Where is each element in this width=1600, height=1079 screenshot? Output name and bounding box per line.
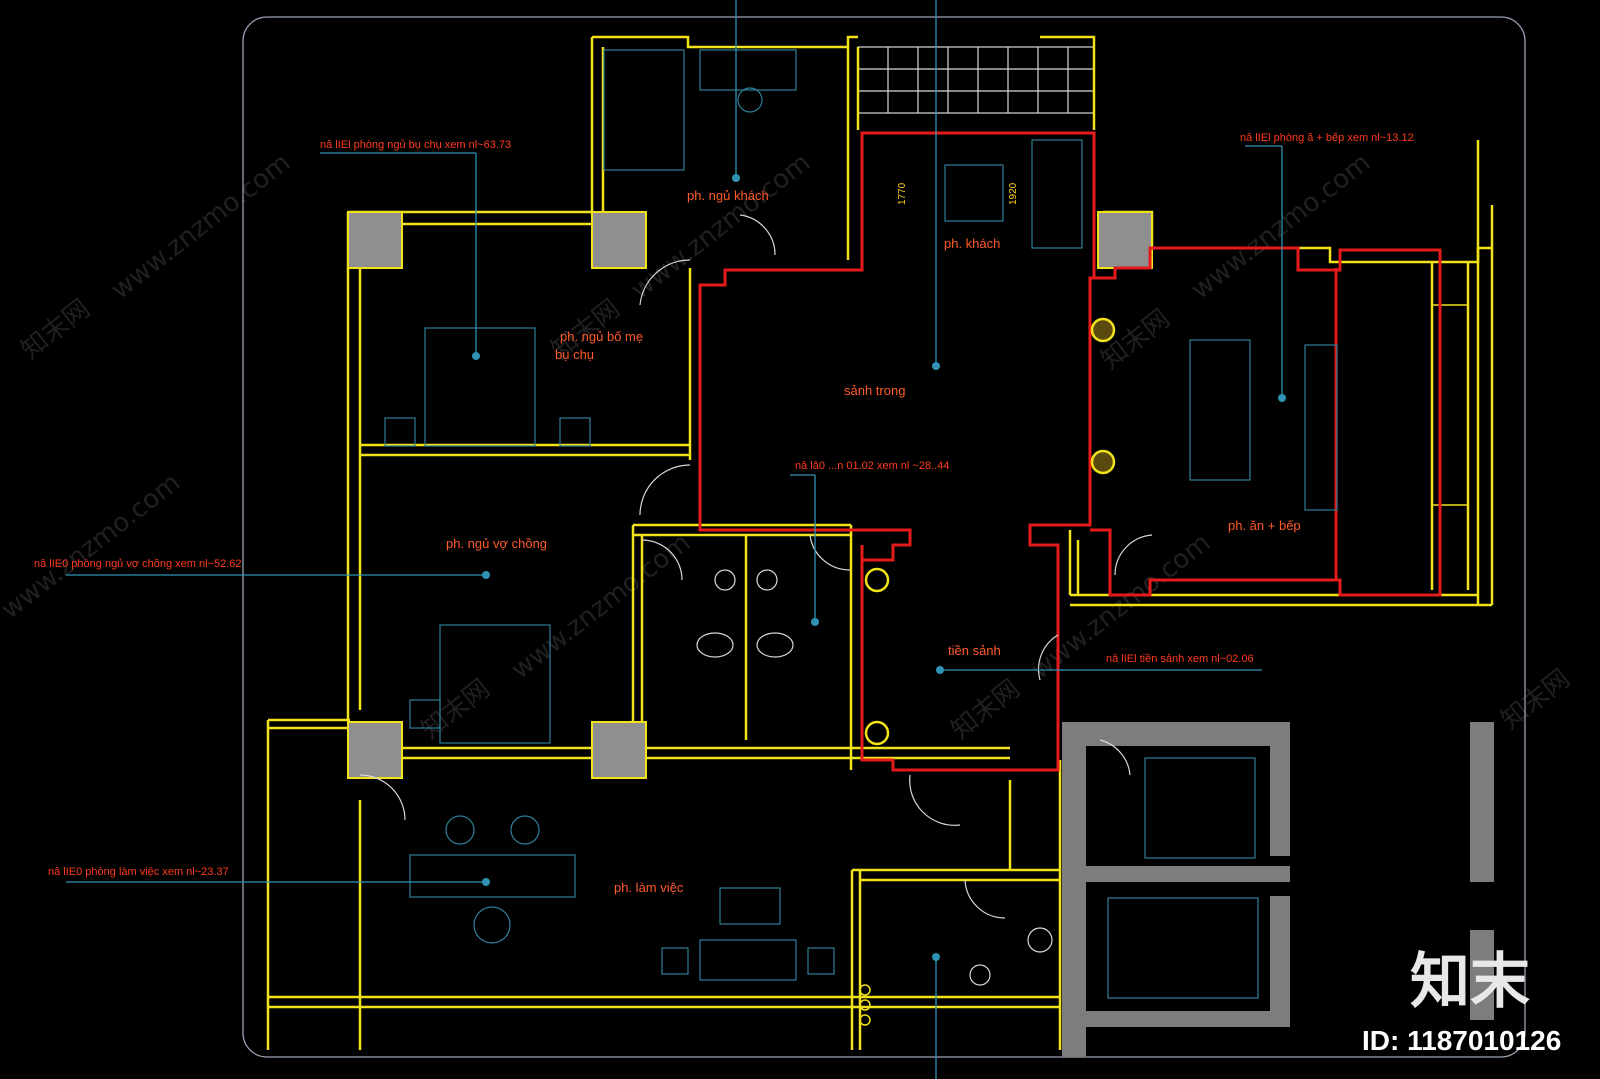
room-labels: ph. ngủ khách ph. khách sảnh trong ph. n… — [446, 188, 1301, 895]
brand-logo: 知末 — [1410, 947, 1530, 1017]
image-id-label: ID: 1187010126 — [1362, 1025, 1561, 1056]
room-label-guest-bedroom: ph. ngủ khách — [687, 188, 769, 203]
dimension-label: 1920 — [1008, 182, 1019, 205]
watermark-site: www.znzmo.com — [106, 148, 296, 306]
round-columns — [859, 317, 1116, 1026]
structural-columns — [347, 211, 1153, 779]
stair-core-block — [1062, 722, 1494, 1057]
watermark-site: www.znzmo.com — [1186, 148, 1376, 306]
drawing-frame — [242, 16, 1526, 1058]
room-label-kitchen: ph. ăn + bếp — [1228, 518, 1301, 533]
watermark-layer: 知末网 www.znzmo.com 知末网 www.znzmo.com 知末网 … — [0, 148, 1576, 746]
note-hall: nâ lâ0 ...n 01.02 xem nl ~28..44 — [795, 460, 949, 472]
room-label-parents-bedroom-line2: bụ chụ — [555, 347, 594, 362]
furniture — [384, 49, 1338, 986]
note-master-bedroom: nâ lIE0 phòng ngủ vợ chồng xem nl~52.62 — [34, 558, 242, 570]
watermark-site: www.znzmo.com — [626, 148, 816, 306]
watermark-site: www.znzmo.com — [0, 468, 186, 626]
walls — [266, 35, 1494, 1050]
note-study: nâ lIE0 phòng làm việc xem nl~23.37 — [48, 866, 229, 878]
watermark-brand: 知末网 — [16, 294, 96, 366]
watermark-brand: 知末网 — [416, 674, 496, 746]
reference-notes: nâ lIEl phòng ngủ bụ chụ xem nl~63.73 nâ… — [34, 132, 1414, 878]
room-label-hall: sảnh trong — [844, 383, 905, 398]
note-parents-bedroom: nâ lIEl phòng ngủ bụ chụ xem nl~63.73 — [320, 139, 511, 151]
room-label-study: ph. làm việc — [614, 880, 684, 895]
room-label-living: ph. khách — [944, 236, 1000, 251]
balcony-grid — [857, 46, 1095, 114]
dimension-label: 1770 — [897, 182, 908, 205]
note-kitchen: nâ lIEl phòng ă + bếp xem nl~13.12 — [1240, 132, 1414, 144]
watermark-site: www.znzmo.com — [506, 528, 696, 686]
watermark-brand: 知末网 — [946, 674, 1026, 746]
room-label-master-bedroom: ph. ngủ vợ chồng — [446, 536, 547, 551]
room-label-parents-bedroom: ph. ngủ bố mẹ — [560, 329, 643, 344]
watermark-brand: 知末网 — [1496, 664, 1576, 736]
highlighted-zones — [698, 131, 1442, 772]
door-swings — [359, 214, 1153, 919]
room-label-lobby: tiền sảnh — [948, 643, 1001, 658]
leader-lines — [66, 0, 1286, 1079]
note-lobby: nâ lIEl tiền sảnh xem nl~02.06 — [1106, 653, 1254, 665]
